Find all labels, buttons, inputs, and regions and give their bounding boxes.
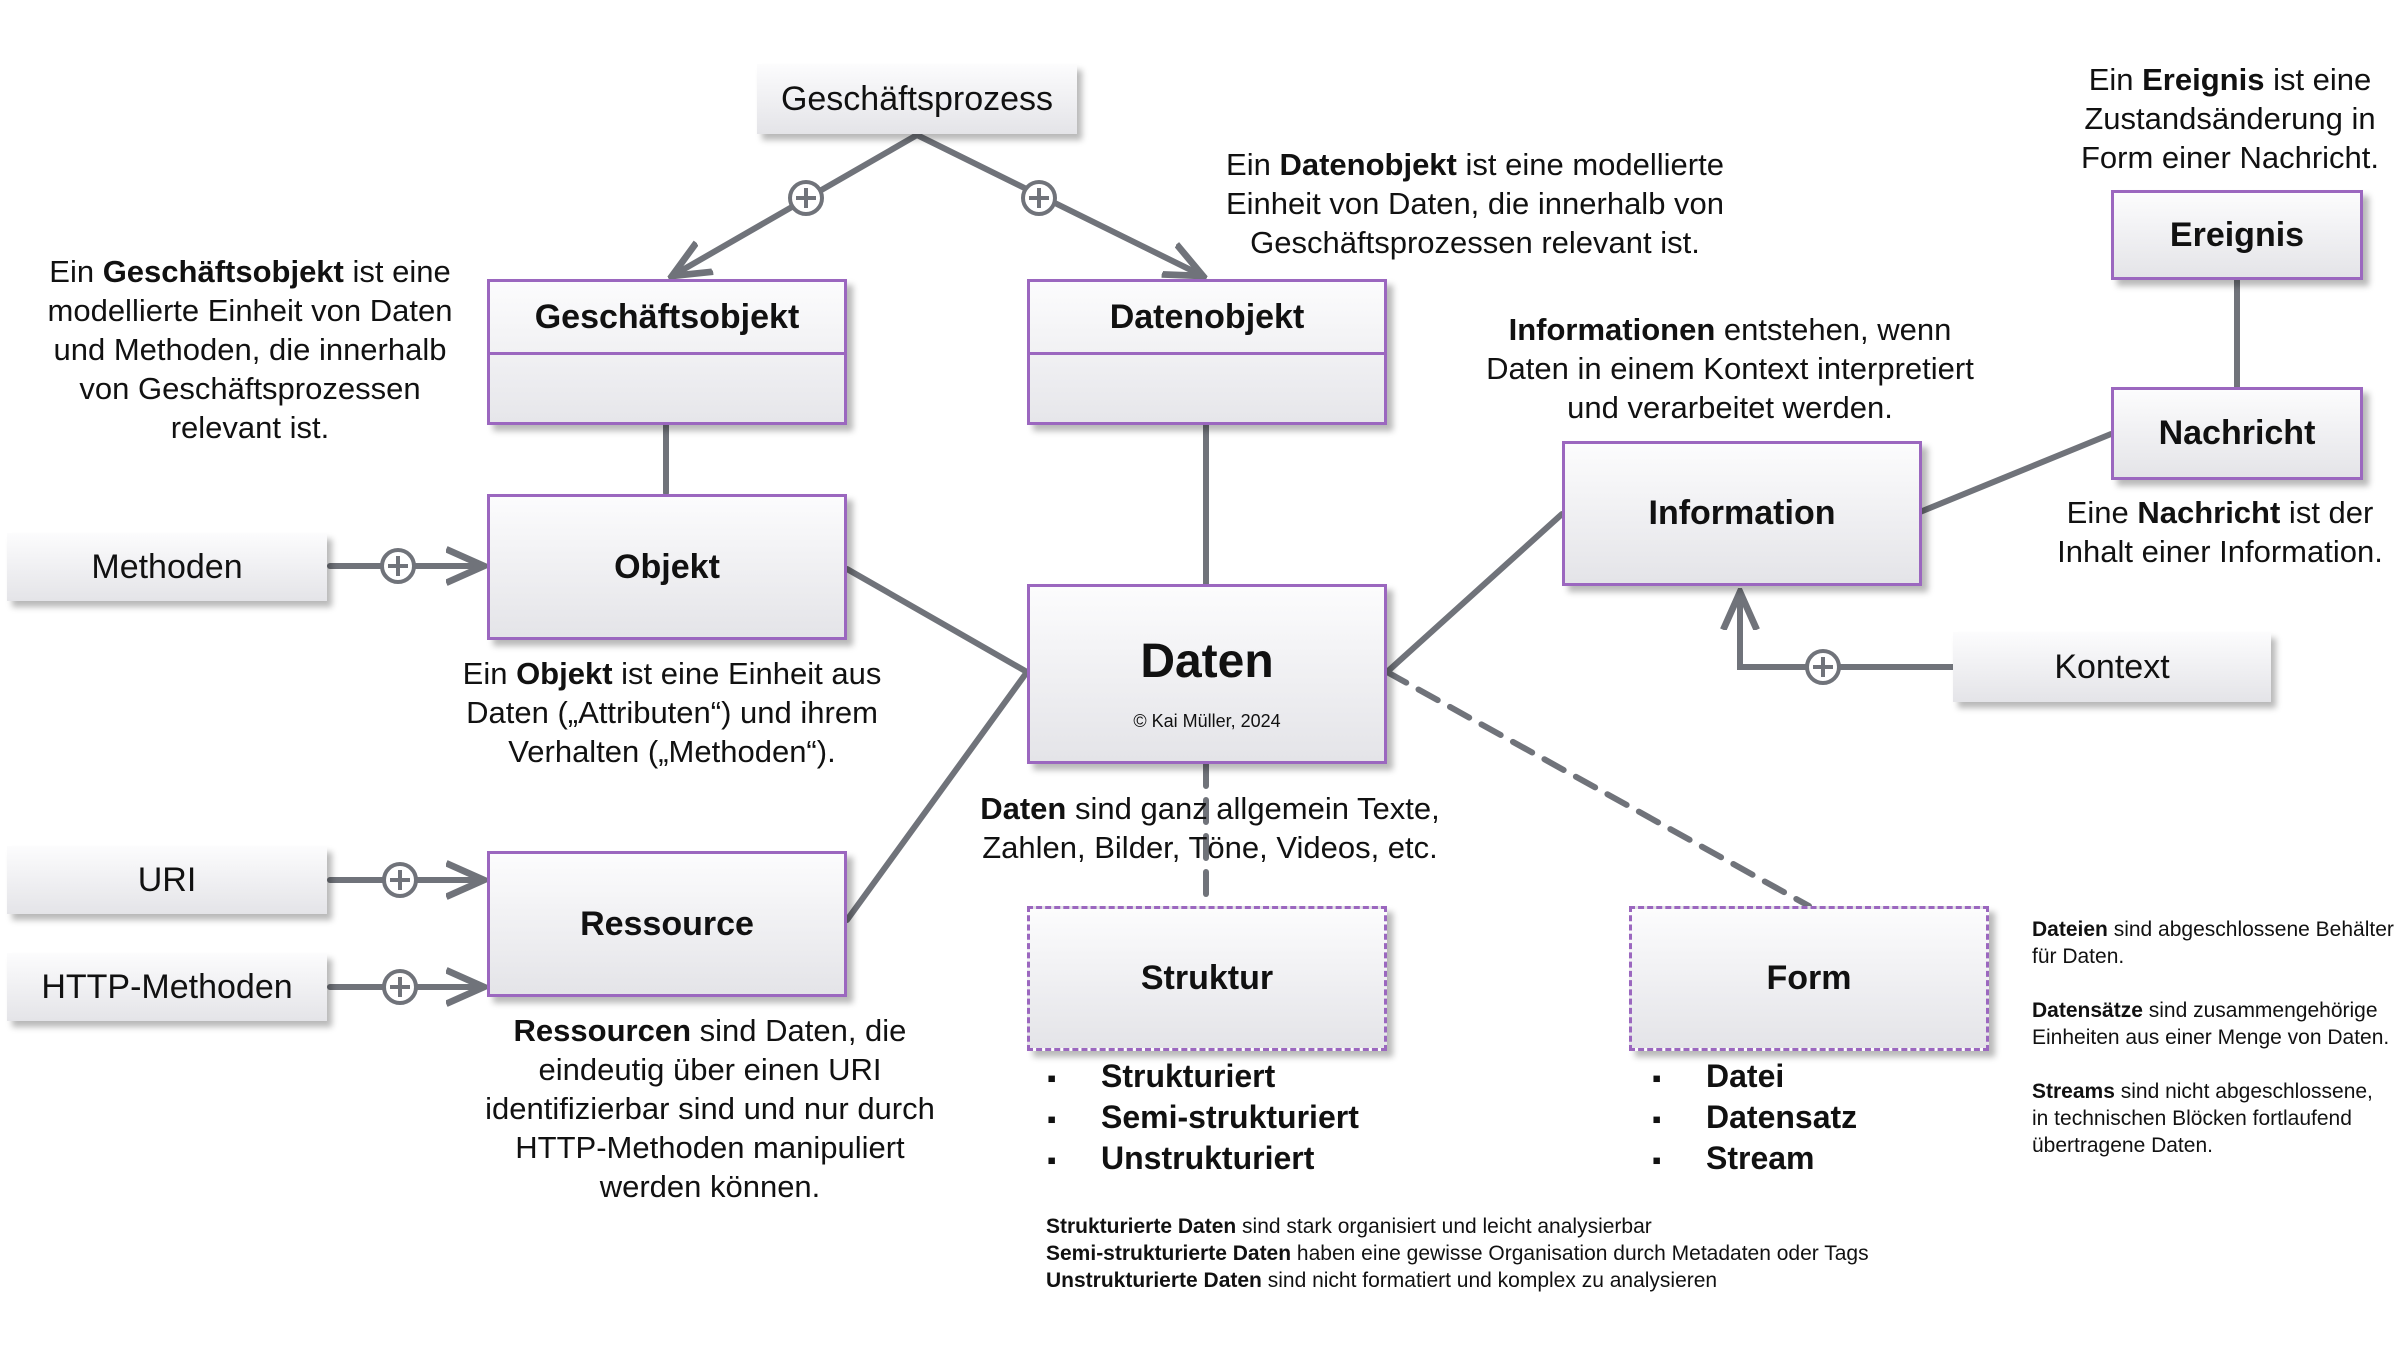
datenobjekt-description: Ein Datenobjekt ist eine modellierte Ein… bbox=[1225, 147, 1725, 260]
plus-icon bbox=[382, 862, 418, 898]
objekt-box[interactable]: Objekt bbox=[487, 494, 847, 640]
objekt-description: Ein Objekt ist eine Einheit aus Daten („… bbox=[462, 656, 882, 769]
form-note: Datensätze sind zusammengehörige Einheit… bbox=[2032, 999, 2390, 1049]
information-box[interactable]: Information bbox=[1562, 441, 1922, 586]
list-item: Strukturiert bbox=[1047, 1057, 1359, 1098]
form-list: Datei Datensatz Stream bbox=[1652, 1057, 1857, 1180]
plus-icon bbox=[380, 548, 416, 584]
geschaeftsprozess-box[interactable]: Geschäftsprozess bbox=[757, 64, 1077, 134]
form-note: Streams sind nicht abgeschlossene, in te… bbox=[2032, 1080, 2373, 1157]
struktur-note: Unstrukturierte Daten sind nicht formati… bbox=[1046, 1269, 1718, 1292]
list-item: Datei bbox=[1652, 1057, 1857, 1098]
daten-box[interactable]: Daten © Kai Müller, 2024 bbox=[1027, 584, 1387, 764]
information-description: Informationen entstehen, wenn Daten in e… bbox=[1486, 312, 1974, 425]
ereignis-box[interactable]: Ereignis bbox=[2111, 190, 2363, 280]
datenobjekt-box[interactable]: Datenobjekt bbox=[1027, 279, 1387, 425]
line-prozess-datenobjekt bbox=[914, 132, 1203, 276]
line-information-nachricht bbox=[1917, 431, 2114, 515]
uri-box[interactable]: URI bbox=[7, 846, 327, 914]
struktur-notes: Strukturierte Daten sind stark organisie… bbox=[1046, 1213, 1946, 1294]
plus-icon bbox=[1805, 649, 1841, 685]
line-ressource-daten bbox=[844, 669, 1030, 923]
struktur-list: Strukturiert Semi-strukturiert Unstruktu… bbox=[1047, 1057, 1359, 1180]
daten-title: Daten bbox=[1140, 635, 1274, 688]
nachricht-description: Eine Nachricht ist der Inhalt einer Info… bbox=[2057, 495, 2383, 569]
copyright-label: © Kai Müller, 2024 bbox=[1133, 711, 1281, 731]
geschaeftsobjekt-description: Ein Geschäftsobjekt ist eine modellierte… bbox=[47, 254, 453, 445]
form-box[interactable]: Form bbox=[1629, 906, 1989, 1051]
list-item: Stream bbox=[1652, 1139, 1857, 1180]
plus-icon bbox=[1021, 180, 1057, 216]
ereignis-description: Ein Ereignis ist eine Zustandsänderung i… bbox=[2080, 62, 2380, 175]
form-note: Dateien sind abgeschlossene Behälter für… bbox=[2032, 918, 2394, 968]
line-daten-form bbox=[1384, 669, 1812, 909]
list-item: Unstrukturiert bbox=[1047, 1139, 1359, 1180]
geschaeftsobjekt-title: Geschäftsobjekt bbox=[490, 282, 844, 355]
line-kontext-information bbox=[1740, 592, 1956, 670]
struktur-note: Semi-strukturierte Daten haben eine gewi… bbox=[1046, 1242, 1869, 1265]
ressource-box[interactable]: Ressource bbox=[487, 851, 847, 997]
datenobjekt-title: Datenobjekt bbox=[1030, 282, 1384, 355]
list-item: Semi-strukturiert bbox=[1047, 1098, 1359, 1139]
plus-icon bbox=[382, 969, 418, 1005]
list-item: Datensatz bbox=[1652, 1098, 1857, 1139]
http-methoden-box[interactable]: HTTP-Methoden bbox=[7, 953, 327, 1021]
ressource-description: Ressourcen sind Daten, die eindeutig übe… bbox=[485, 1013, 935, 1204]
line-daten-information bbox=[1384, 511, 1565, 675]
line-objekt-daten bbox=[844, 566, 1030, 675]
geschaeftsobjekt-box[interactable]: Geschäftsobjekt bbox=[487, 279, 847, 425]
plus-icon bbox=[788, 180, 824, 216]
nachricht-box[interactable]: Nachricht bbox=[2111, 387, 2363, 480]
struktur-box[interactable]: Struktur bbox=[1027, 906, 1387, 1051]
kontext-box[interactable]: Kontext bbox=[1953, 632, 2271, 702]
methoden-box[interactable]: Methoden bbox=[7, 533, 327, 601]
struktur-note: Strukturierte Daten sind stark organisie… bbox=[1046, 1215, 1652, 1238]
daten-description: Daten sind ganz allgemein Texte, Zahlen,… bbox=[980, 791, 1440, 865]
form-notes: Dateien sind abgeschlossene Behälter für… bbox=[2032, 916, 2394, 1159]
